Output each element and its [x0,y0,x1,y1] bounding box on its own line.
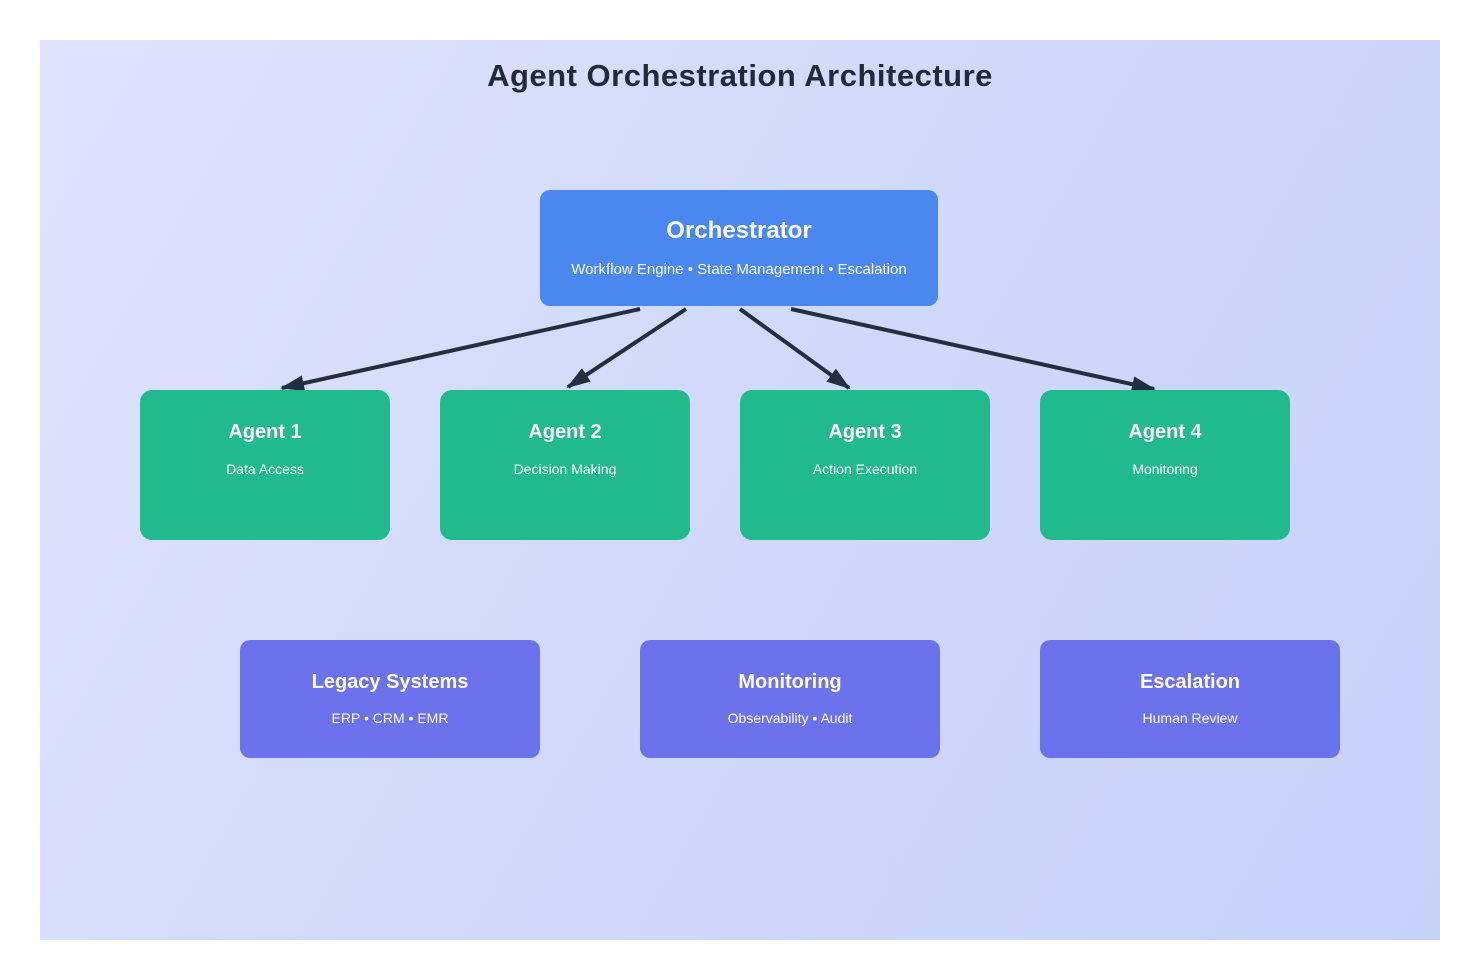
agent-3-subtitle: Action Execution [812,461,918,477]
legacy-systems-node: Legacy Systems ERP • CRM • EMR [240,640,540,758]
orchestrator-title: Orchestrator [666,217,812,244]
agent-4-subtitle: Monitoring [1132,461,1198,477]
agent-1-title: Agent 1 [228,421,302,443]
agent-4-title: Agent 4 [1128,421,1202,443]
escalation-title: Escalation [1139,671,1241,693]
diagram-title: Agent Orchestration Architecture [487,58,993,93]
agent-3-node: Agent 3 Action Execution [740,390,990,540]
legacy-systems-title: Legacy Systems [311,671,469,693]
escalation-node: Escalation Human Review [1040,640,1340,758]
monitoring-subtitle: Observability • Audit [727,710,853,726]
orchestrator-node: Orchestrator Workflow Engine • State Man… [540,190,938,306]
agent-1-subtitle: Data Access [226,461,304,477]
monitoring-node: Monitoring Observability • Audit [640,640,940,758]
agent-2-subtitle: Decision Making [513,461,617,477]
agent-4-node: Agent 4 Monitoring [1040,390,1290,540]
agent-3-title: Agent 3 [828,421,902,443]
escalation-subtitle: Human Review [1142,710,1238,726]
agent-2-node: Agent 2 Decision Making [440,390,690,540]
monitoring-title: Monitoring [738,671,842,693]
legacy-systems-subtitle: ERP • CRM • EMR [331,710,449,726]
agent-1-node: Agent 1 Data Access [140,390,390,540]
agent-2-title: Agent 2 [528,421,602,443]
orchestrator-subtitle: Workflow Engine • State Management • Esc… [571,261,907,278]
